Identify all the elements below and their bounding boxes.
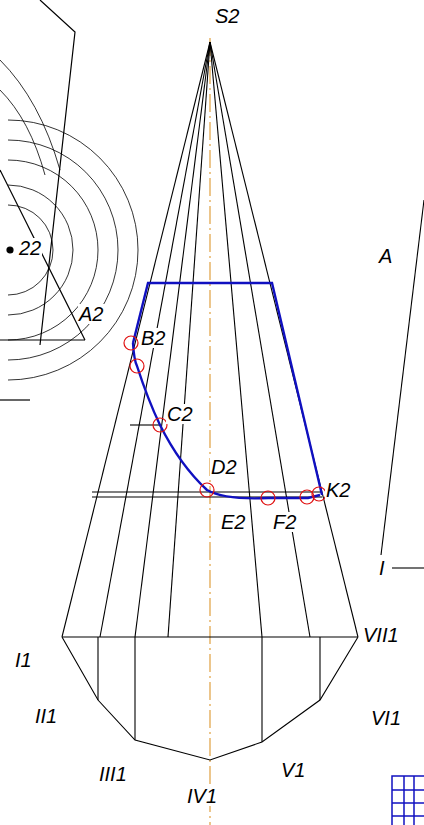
point-label: C2 xyxy=(166,404,194,424)
point-label: S2 xyxy=(214,6,240,26)
point-label: 22 xyxy=(18,238,42,258)
point-markers xyxy=(124,336,326,505)
point-label: I1 xyxy=(14,650,33,670)
point-label: II1 xyxy=(34,706,58,726)
point-label: I xyxy=(378,558,386,578)
point-label: D2 xyxy=(210,457,238,477)
section-line xyxy=(133,283,322,498)
point-label: F2 xyxy=(272,512,297,532)
point-label: K2 xyxy=(325,480,351,500)
title-table xyxy=(392,776,424,825)
auxiliary-view xyxy=(0,0,138,400)
point-label: V1 xyxy=(280,760,306,780)
point-label: VII1 xyxy=(362,625,400,645)
cone xyxy=(62,42,358,760)
point-label: A2 xyxy=(78,304,104,324)
point-label: IV1 xyxy=(186,786,218,806)
axis-line xyxy=(209,38,210,825)
point-label: III1 xyxy=(98,764,128,784)
point-label: B2 xyxy=(140,328,166,348)
point-label: A xyxy=(378,246,393,266)
point-label: VI1 xyxy=(370,708,402,728)
point-label: E2 xyxy=(220,512,246,532)
